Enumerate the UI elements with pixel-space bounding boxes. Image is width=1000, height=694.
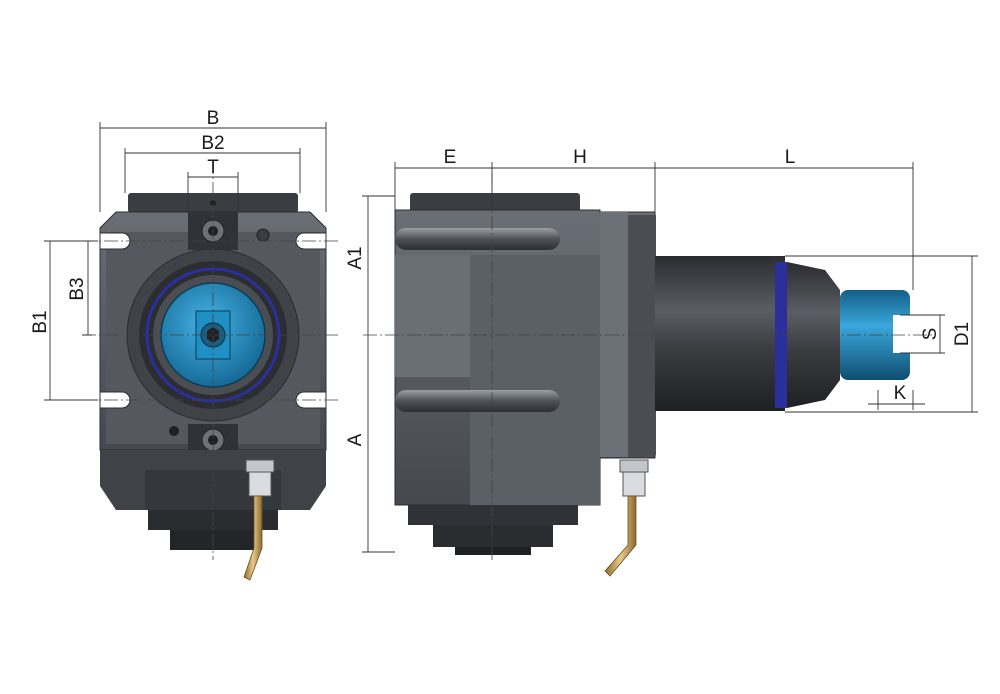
front-view <box>82 160 340 581</box>
dim-label-a: A <box>345 433 366 446</box>
dim-label-e: E <box>444 147 457 168</box>
dim-label-d1: D1 <box>952 322 973 346</box>
dim-label-b: B <box>207 108 220 129</box>
dim-label-s: S <box>920 328 941 341</box>
dim-label-h: H <box>573 147 587 168</box>
dim-label-b3: B3 <box>67 277 88 300</box>
dim-label-a1: A1 <box>345 246 366 269</box>
dim-label-l: L <box>785 147 796 168</box>
dim-label-t: T <box>207 157 219 178</box>
front-dimensions: B B2 T B1 B3 <box>30 108 327 401</box>
dim-label-k: K <box>894 383 907 404</box>
side-view <box>363 172 935 577</box>
dim-label-b1: B1 <box>30 310 51 333</box>
side-dimensions: E H L A1 A D1 S K <box>345 147 978 553</box>
dim-label-b2: B2 <box>201 133 224 154</box>
